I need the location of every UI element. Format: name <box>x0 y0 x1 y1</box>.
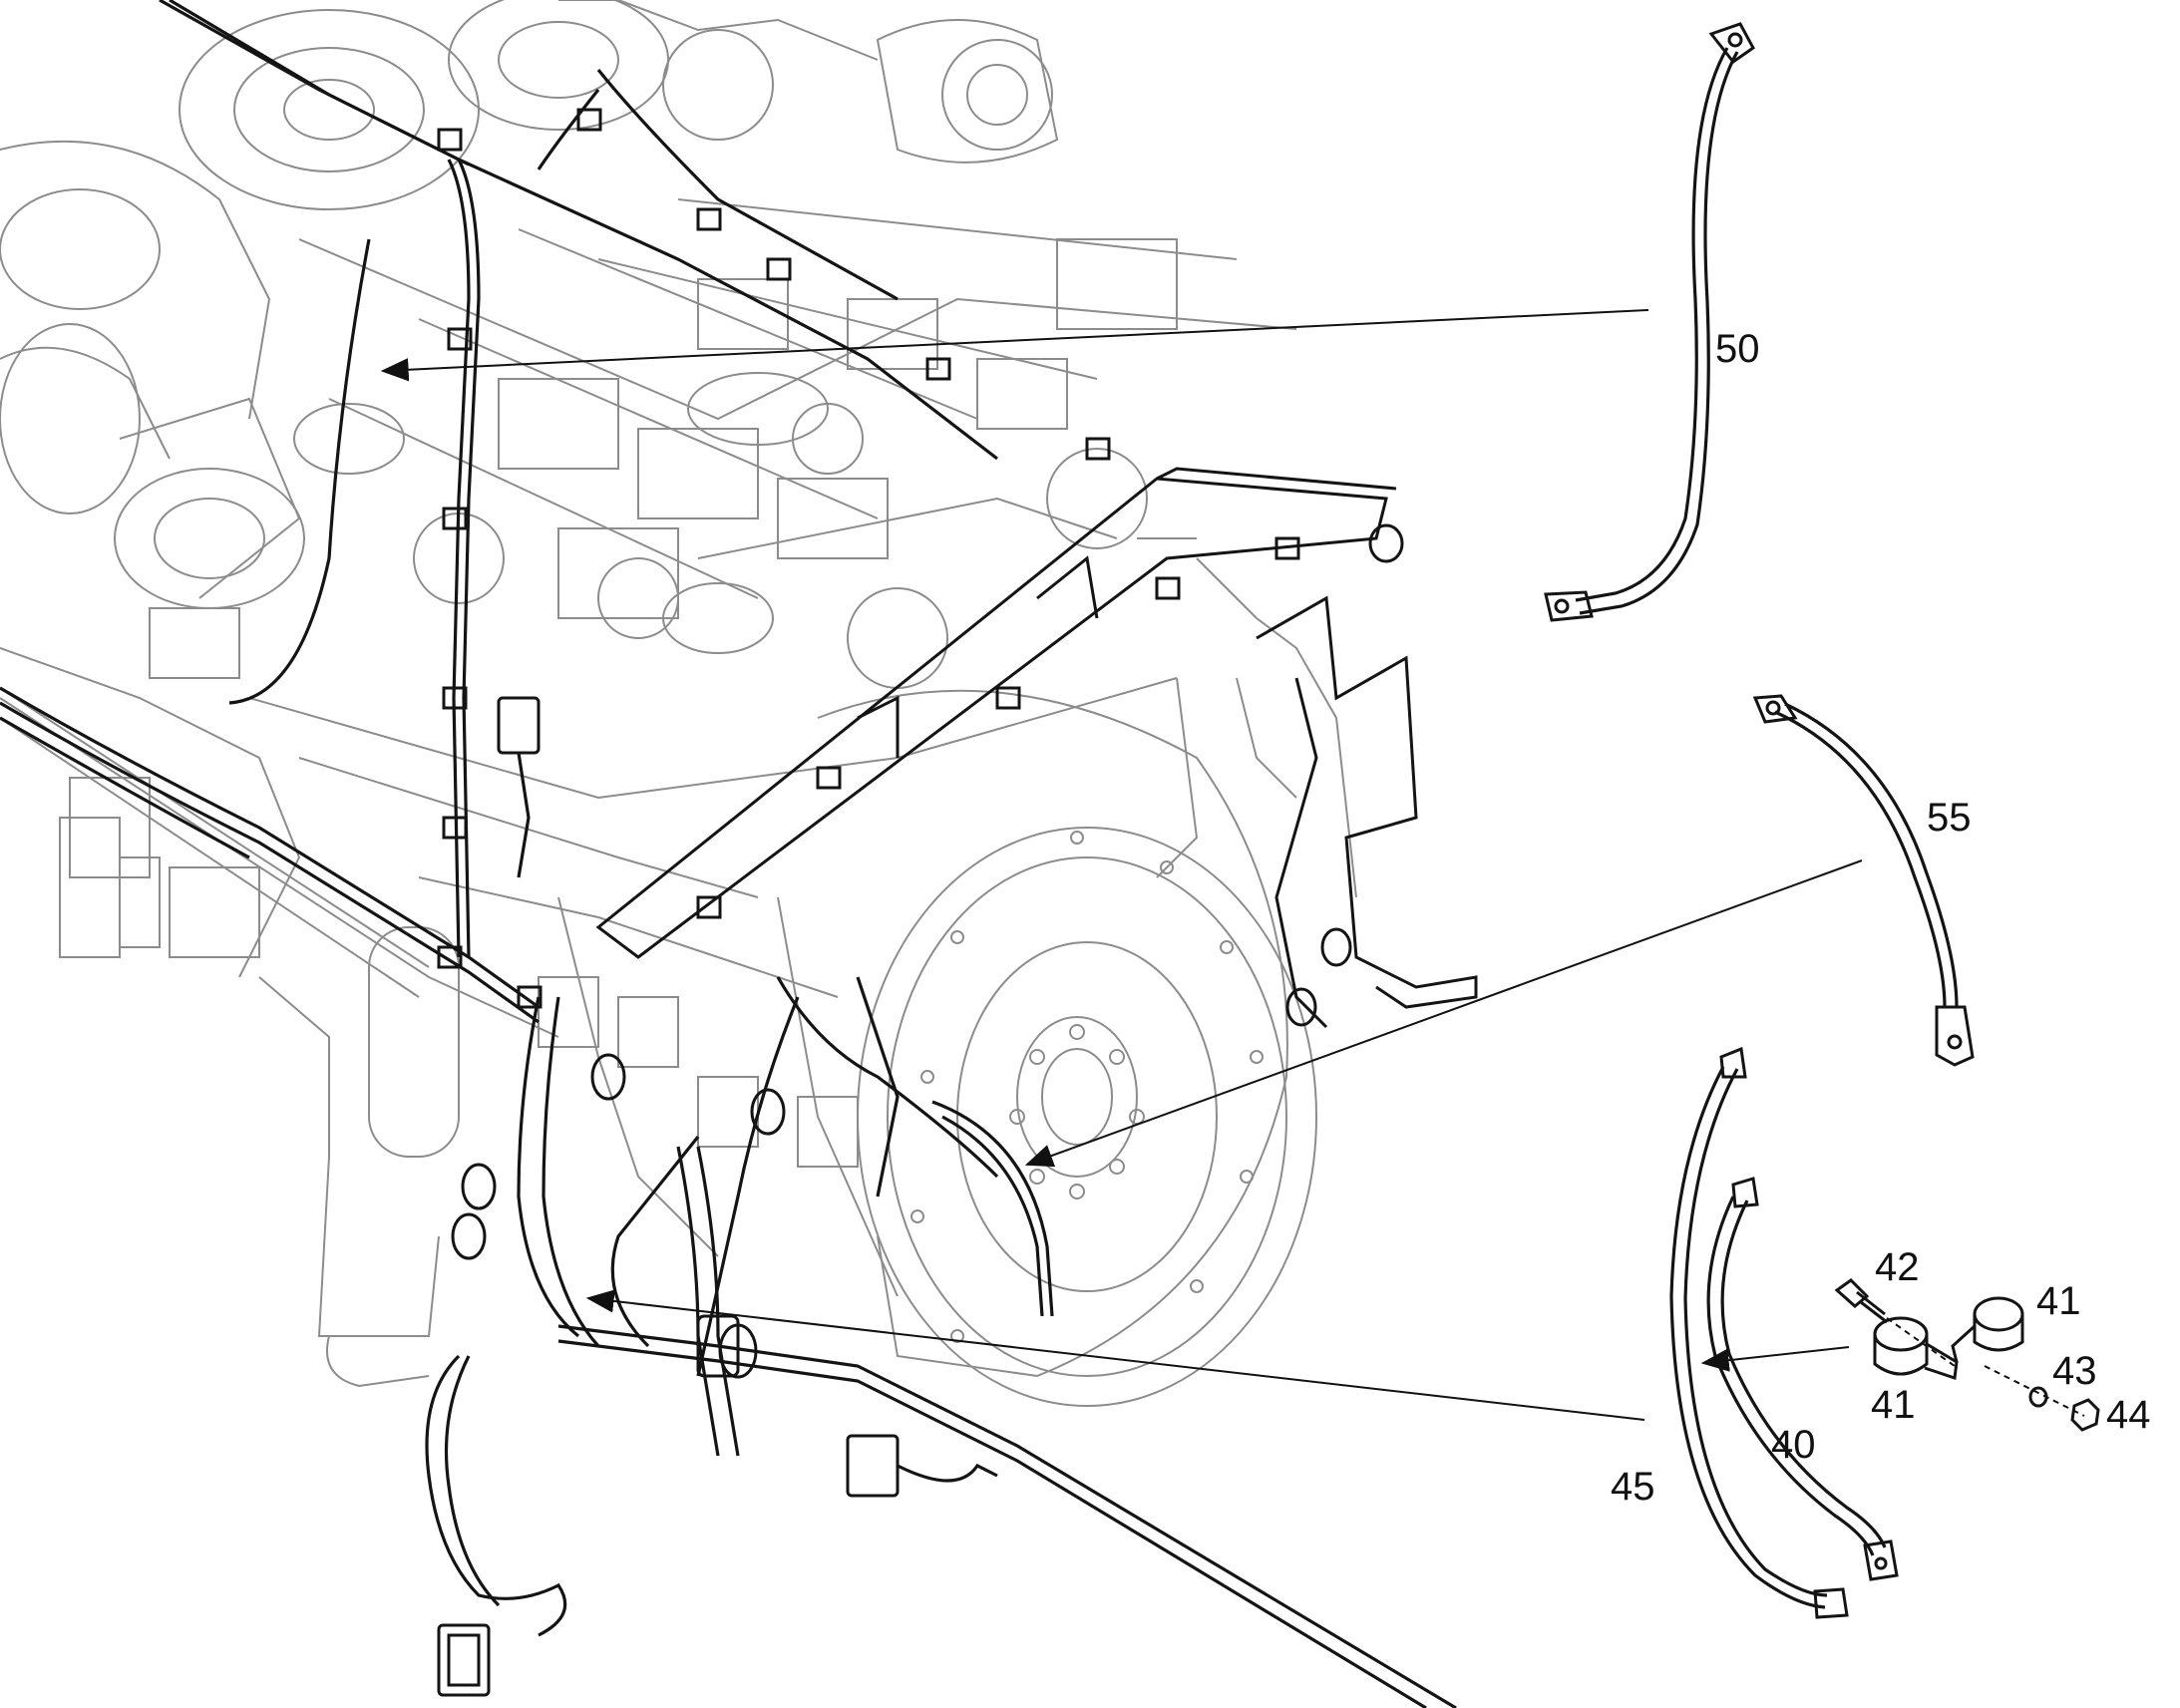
part-50-cable <box>1544 22 1755 622</box>
leader-lines <box>380 309 1863 1421</box>
wiring-harness <box>0 0 1478 1708</box>
callout-42: 42 <box>1875 1245 1920 1289</box>
part-45-cable <box>1669 1046 1849 1619</box>
callout-50: 50 <box>1715 327 1760 371</box>
callout-43: 43 <box>2052 1349 2097 1393</box>
callout-41-left: 41 <box>1871 1383 1916 1427</box>
callout-55: 55 <box>1927 796 1972 840</box>
callout-labels: 50 55 42 41 41 43 44 40 45 <box>1611 327 2151 1509</box>
callout-45: 45 <box>1611 1465 1655 1509</box>
callout-44: 44 <box>2106 1393 2151 1437</box>
clamp-hardware <box>1834 1278 2100 1432</box>
callout-41-right: 41 <box>2036 1279 2081 1323</box>
part-55-cable <box>1752 694 1975 1067</box>
callout-40: 40 <box>1771 1423 1816 1467</box>
engine-block-drawing <box>0 0 1357 1407</box>
part-40-cable <box>1706 1177 1899 1581</box>
